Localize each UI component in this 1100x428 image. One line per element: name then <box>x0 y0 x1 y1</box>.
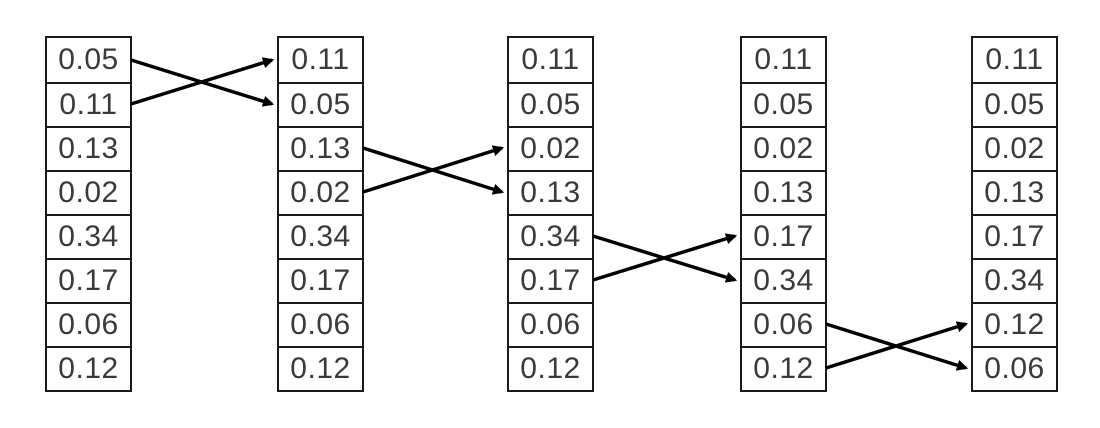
swap-arrow <box>130 58 275 107</box>
array-cell: 0.05 <box>973 82 1056 126</box>
array-cell: 0.02 <box>742 126 825 170</box>
array-cell: 0.12 <box>742 346 825 390</box>
array-cell: 0.13 <box>47 126 130 170</box>
array-cell: 0.12 <box>47 346 130 390</box>
array-cell: 0.11 <box>47 82 130 126</box>
array-cell: 0.05 <box>509 82 592 126</box>
array-cell: 0.34 <box>742 258 825 302</box>
array-cell: 0.34 <box>973 258 1056 302</box>
array-cell: 0.11 <box>754 43 813 76</box>
array-cell: 0.06 <box>742 302 825 346</box>
array-cell: 0.02 <box>47 170 130 214</box>
array-cell: 0.02 <box>279 170 362 214</box>
swap-arrow <box>592 233 738 282</box>
array-cell: 0.12 <box>509 346 592 390</box>
swap-arrow <box>362 145 505 194</box>
array-cell: 0.11 <box>985 43 1044 76</box>
array-cell: 0.13 <box>973 170 1056 214</box>
array-cell: 0.06 <box>279 302 362 346</box>
array-cell: 0.12 <box>279 346 362 390</box>
swap-arrow <box>825 322 969 371</box>
array-cell: 0.06 <box>509 302 592 346</box>
swap-arrow <box>130 57 275 106</box>
array-cell: 0.06 <box>973 346 1056 390</box>
array-cell: 0.34 <box>509 214 592 258</box>
array-cell: 0.13 <box>742 170 825 214</box>
array-cell: 0.34 <box>47 214 130 258</box>
array-cell: 0.02 <box>509 126 592 170</box>
array-cell: 0.06 <box>47 302 130 346</box>
array-cell: 0.17 <box>973 214 1056 258</box>
array-cell: 0.17 <box>742 214 825 258</box>
array-cell: 0.17 <box>47 258 130 302</box>
array-cell: 0.34 <box>279 214 362 258</box>
array-cell: 0.11 <box>521 43 580 76</box>
array-cell: 0.02 <box>973 126 1056 170</box>
array-cell: 0.05 <box>742 82 825 126</box>
array-cell: 0.05 <box>58 43 119 76</box>
array-cell: 0.13 <box>509 170 592 214</box>
array-cell: 0.05 <box>279 82 362 126</box>
swap-arrow <box>592 234 738 283</box>
swap-arrow <box>362 146 505 195</box>
swap-arrow <box>825 321 969 370</box>
array-cell: 0.17 <box>509 258 592 302</box>
array-cell: 0.13 <box>279 126 362 170</box>
array-cell: 0.11 <box>291 43 350 76</box>
array-cell: 0.12 <box>973 302 1056 346</box>
array-cell: 0.17 <box>279 258 362 302</box>
